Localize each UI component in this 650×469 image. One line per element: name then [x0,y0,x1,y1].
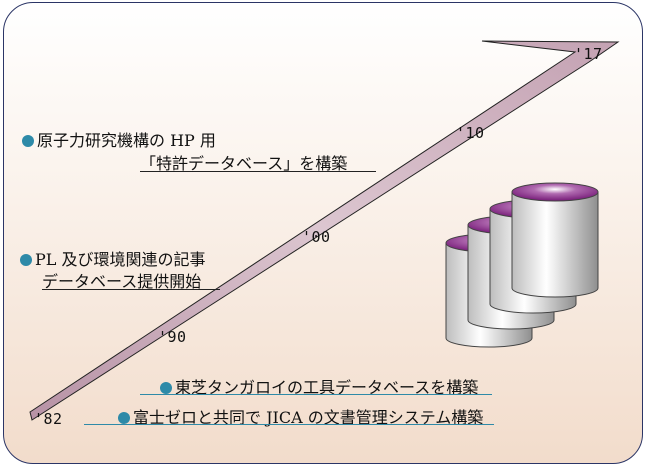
milestone-pl-line2: データベース提供開始 [42,272,202,291]
milestone-underline [140,394,492,395]
milestone-pl-line1: PL 及び環境関連の記事 [20,246,205,270]
milestone-text: 富士ゼロと共同で JICA の文書管理システム構築 [133,408,484,427]
bullet-icon [160,382,172,394]
milestone-jica: 富士ゼロと共同で JICA の文書管理システム構築 [118,404,483,428]
milestone-underline [42,289,220,290]
year-label-2017: '17 [574,45,603,63]
year-label-2000: '00 [302,228,331,246]
milestone-text: PL 及び環境関連の記事 [35,250,206,269]
milestone-jaea-line2: 「特許データベース」を構築 [140,154,348,173]
year-label-1982: '82 [34,410,63,428]
milestone-text: 原子力研究機構の HP 用 [37,131,216,150]
year-label-1990: '90 [158,328,187,346]
bullet-icon [20,254,32,266]
db-cylinder-4 [511,182,599,298]
milestone-tungaloy: 東芝タンガロイの工具データベースを構築 [160,374,478,398]
bullet-icon [118,412,130,424]
milestone-text: 東芝タンガロイの工具データベースを構築 [175,378,479,397]
milestone-underline [84,424,494,425]
milestone-underline [140,171,376,172]
bullet-icon [22,135,34,147]
milestone-jaea-line1: 原子力研究機構の HP 用 [22,127,216,151]
year-label-2010: '10 [456,124,485,142]
